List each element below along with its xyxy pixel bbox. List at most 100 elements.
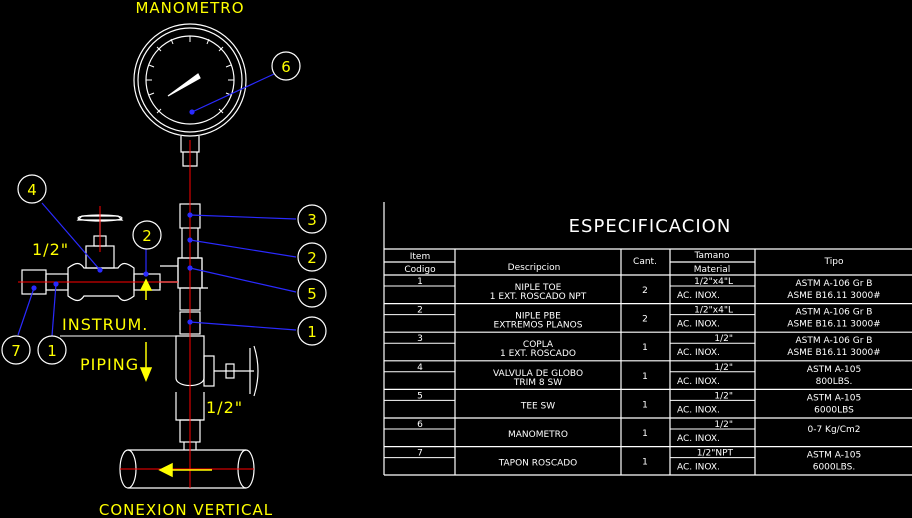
leader-lines <box>17 73 297 337</box>
callouts: 6 4 2 3 2 5 1 7 <box>1 51 327 365</box>
label-instrum: INSTRUM. <box>62 315 148 334</box>
svg-text:4: 4 <box>27 181 37 199</box>
cell-item: 3 <box>417 334 423 344</box>
cell-size: 1/2" <box>714 363 733 373</box>
hdr-cant: Cant. <box>633 257 657 267</box>
centerlines <box>18 140 254 488</box>
cell-material: AC. INOX. <box>677 434 720 444</box>
cell-item: 5 <box>417 391 423 401</box>
cell-tipo-line1: ASTM A-105 <box>807 365 861 375</box>
cell-desc-line2: TRIM 8 SW <box>513 378 562 388</box>
callout-2-upper-left: 2 <box>132 220 162 250</box>
cell-item: 4 <box>417 363 423 373</box>
spec-table-header: Item Codigo Descripcion Cant. Tamano Mat… <box>404 251 844 275</box>
cell-tipo-line2: ASME B16.11 3000# <box>787 348 880 358</box>
svg-text:7: 7 <box>11 342 21 360</box>
callout-7: 7 <box>1 335 31 365</box>
callout-1-right: 1 <box>297 316 327 346</box>
cell-item: 7 <box>417 449 423 459</box>
spec-title: ESPECIFICACION <box>569 216 732 237</box>
cell-desc-line1: COPLA <box>523 340 554 350</box>
cell-desc-line2: EXTREMOS PLANOS <box>494 321 583 331</box>
cell-cant: 2 <box>642 315 648 325</box>
cell-material: AC. INOX. <box>677 377 720 387</box>
callout-5: 5 <box>297 278 327 308</box>
cell-size: 1/2" <box>714 420 733 430</box>
cell-desc-line1: NIPLE TOE <box>515 283 562 293</box>
cell-item: 2 <box>417 306 423 316</box>
svg-text:1: 1 <box>47 342 57 360</box>
callout-6: 6 <box>271 51 301 81</box>
cell-cant: 1 <box>642 400 648 410</box>
cell-cant: 1 <box>642 372 648 382</box>
gauge-ticks <box>146 36 234 114</box>
cell-material: AC. INOX. <box>677 320 720 330</box>
cell-size: 1/2"NPT <box>697 449 734 459</box>
cell-tipo-line1: ASTM A-106 Gr B <box>796 308 873 318</box>
callout-3: 3 <box>297 204 327 234</box>
cell-desc-line1: MANOMETRO <box>508 430 568 440</box>
svg-text:6: 6 <box>281 58 291 76</box>
hdr-item: Item <box>410 252 431 262</box>
cell-item: 6 <box>417 420 423 430</box>
svg-text:5: 5 <box>307 285 317 303</box>
title-conexion-vertical: CONEXION VERTICAL <box>99 501 273 518</box>
callout-1-left: 1 <box>37 335 67 365</box>
svg-text:3: 3 <box>307 211 317 229</box>
cell-cant: 1 <box>642 429 648 439</box>
hdr-tamano: Tamano <box>693 251 730 261</box>
title-manometro: MANOMETRO <box>135 0 244 17</box>
cell-tipo-line1: ASTM A-105 <box>807 451 861 461</box>
callout-4: 4 <box>17 174 47 204</box>
hdr-descripcion: Descripcion <box>508 263 561 273</box>
dim-half-inch-upper: 1/2" <box>32 240 69 259</box>
cell-desc-line2: 1 EXT. ROSCADO NPT <box>490 292 587 302</box>
gauge-needle <box>167 73 201 97</box>
dim-half-inch-lower: 1/2" <box>206 398 243 417</box>
flow-marks <box>139 278 212 478</box>
label-piping: PIPING <box>80 355 139 374</box>
spec-table: ESPECIFICACION Item Codigo Descripcion C… <box>383 202 912 476</box>
cell-desc-line1: NIPLE PBE <box>515 312 561 322</box>
hdr-codigo: Codigo <box>404 265 436 275</box>
cell-tipo-line1: ASTM A-106 Gr B <box>796 279 873 289</box>
cell-tipo-line2: 6000LBS. <box>813 463 856 473</box>
cell-desc-line1: VALVULA DE GLOBO <box>493 369 583 379</box>
cell-tipo-line2: ASME B16.11 3000# <box>787 291 880 301</box>
cell-tipo-line1: ASTM A-106 Gr B <box>796 336 873 346</box>
cell-desc-line2: 1 EXT. ROSCADO <box>500 349 576 359</box>
cell-cant: 1 <box>642 343 648 353</box>
cell-material: AC. INOX. <box>677 463 720 473</box>
callout-2-right: 2 <box>297 242 327 272</box>
svg-text:1: 1 <box>307 323 317 341</box>
cell-material: AC. INOX. <box>677 405 720 415</box>
svg-text:2: 2 <box>142 227 152 245</box>
cell-desc-line1: TEE SW <box>520 401 555 411</box>
cell-material: AC. INOX. <box>677 291 720 301</box>
cell-tipo-line1: ASTM A-105 <box>807 393 861 403</box>
cell-tipo-line2: 800LBS. <box>816 377 853 387</box>
cell-material: AC. INOX. <box>677 348 720 358</box>
cell-tipo-line2: 6000LBS <box>814 405 854 415</box>
cell-size: 1/2"x4"L <box>694 306 733 316</box>
cell-tipo-line1: 0-7 Kg/Cm2 <box>808 425 861 435</box>
cell-size: 1/2"x4"L <box>694 277 733 287</box>
cell-cant: 2 <box>642 286 648 296</box>
cell-item: 1 <box>417 277 423 287</box>
cell-cant: 1 <box>642 458 648 468</box>
svg-text:2: 2 <box>307 249 317 267</box>
hdr-material: Material <box>694 265 731 275</box>
cell-tipo-line2: ASME B16.11 3000# <box>787 320 880 330</box>
cell-desc-line1: TAPON ROSCADO <box>498 459 578 469</box>
cell-size: 1/2" <box>714 334 733 344</box>
cell-size: 1/2" <box>714 391 733 401</box>
